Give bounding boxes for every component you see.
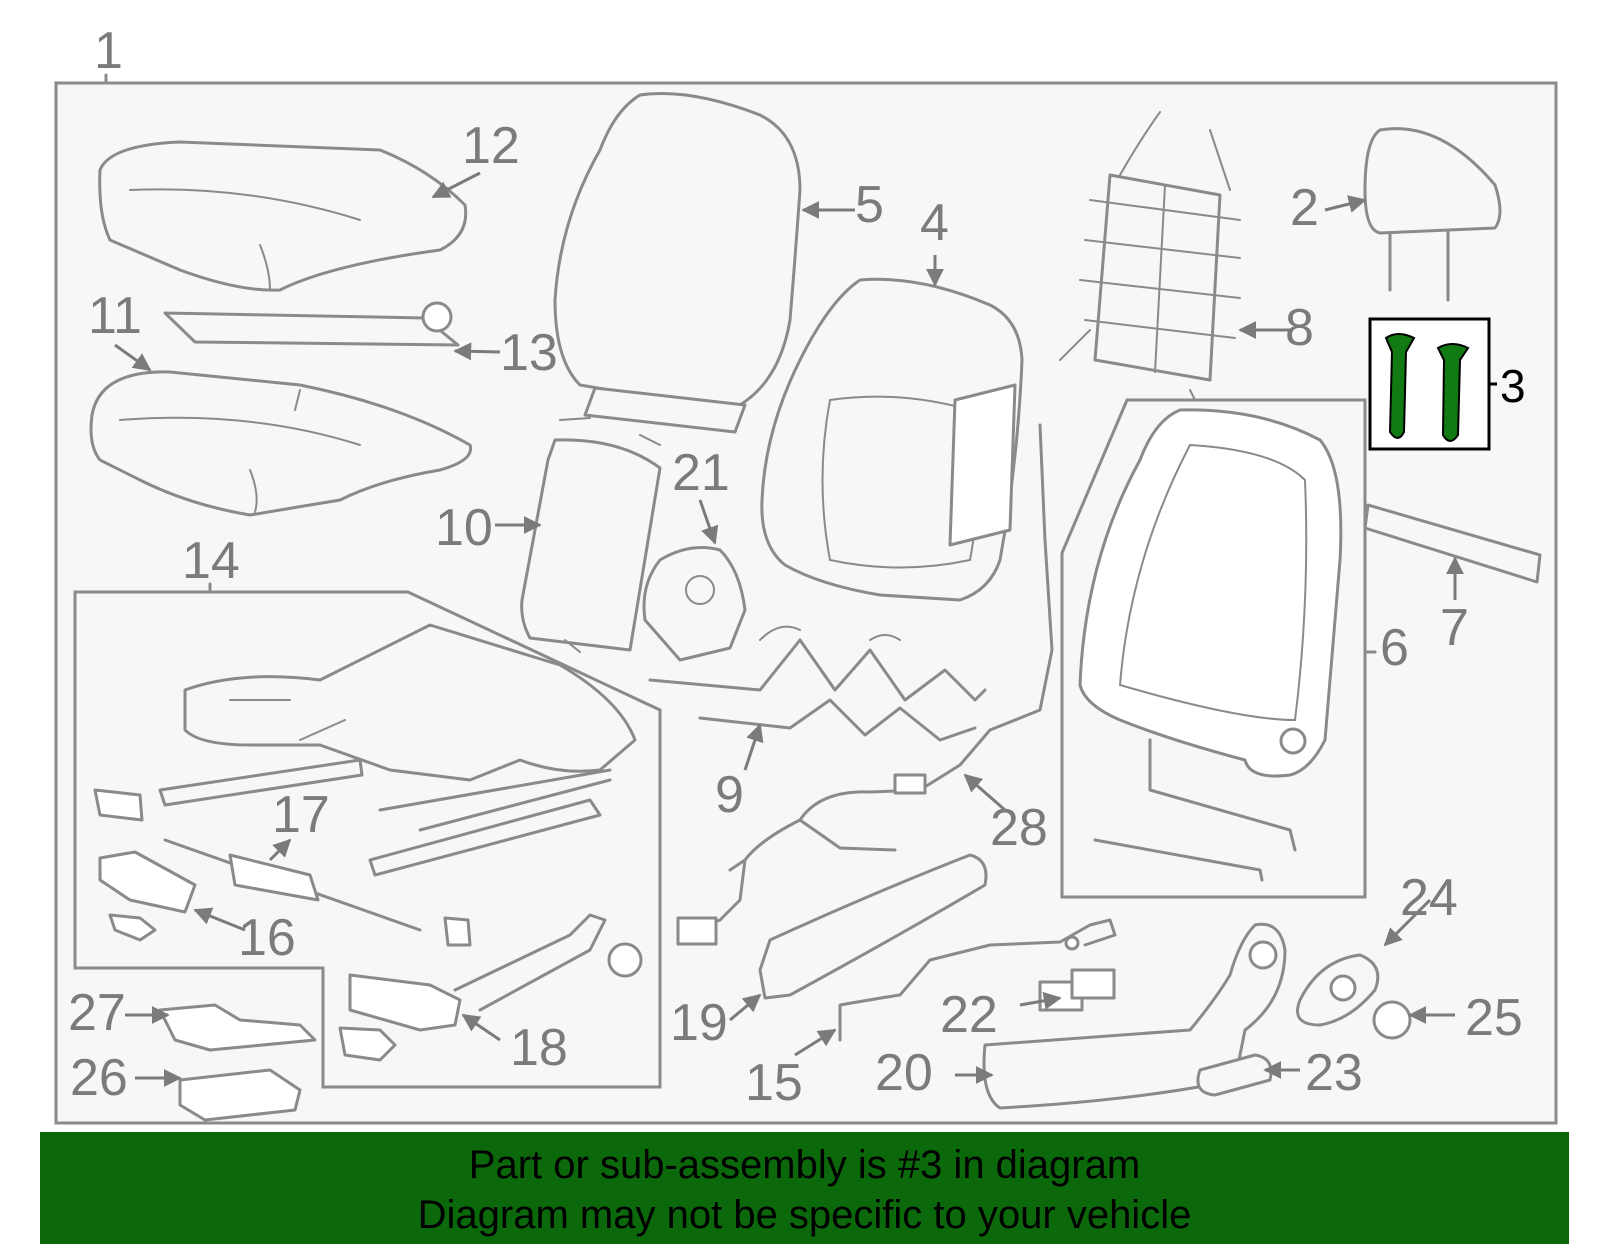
seat-spring-part-9[interactable] [648,625,987,742]
callout-6: 6 [1380,619,1409,677]
callout-8: 8 [1285,299,1314,357]
seatback-pad-part-4[interactable] [760,277,1024,602]
callout-2: 2 [1290,179,1319,237]
seatback-panel-part-7[interactable] [1363,503,1542,584]
callout-23: 23 [1305,1044,1363,1102]
callout-1: 1 [94,22,123,80]
callout-21: 21 [672,444,730,502]
callout-5: 5 [855,176,884,234]
callout-13: 13 [500,324,558,382]
callout-7: 7 [1440,599,1469,657]
headrest-part-2[interactable] [1363,127,1502,302]
callout-4: 4 [920,194,949,252]
release-cable-part-15[interactable] [838,918,1117,1042]
motor-part-17[interactable] [163,838,422,932]
callout-12: 12 [462,117,520,175]
callout-26: 26 [70,1049,128,1107]
callout-20: 20 [875,1044,933,1102]
notice-banner: Part or sub-assembly is #3 in diagram Di… [40,1132,1569,1244]
callout-19: 19 [670,994,728,1052]
banner-line-part-number: Part or sub-assembly is #3 in diagram [468,1143,1141,1187]
cap-part-25[interactable] [1372,1000,1412,1040]
banner-line-disclaimer: Diagram may not be specific to your vehi… [417,1193,1192,1237]
track-cover-part-19[interactable] [758,853,988,1000]
handle-part-23[interactable] [1196,1053,1273,1097]
airbag-module-part-21[interactable] [642,546,747,662]
control-module-part-26[interactable] [178,1068,302,1122]
lumbar-support-part-8[interactable] [1059,111,1241,401]
callout-18: 18 [510,1019,568,1077]
callout-9: 9 [715,766,744,824]
callout-11: 11 [88,287,142,345]
seatback-panel-part-10[interactable] [520,438,662,653]
callout-16: 16 [238,909,296,967]
callout-24: 24 [1400,869,1458,927]
callout-22: 22 [940,986,998,1044]
cushion-pad-part-11[interactable] [89,370,473,517]
cushion-cover-part-12[interactable] [98,140,468,292]
callout-28: 28 [990,799,1048,857]
callout-27: 27 [68,984,126,1042]
seatback-frame-part-6[interactable] [1078,408,1377,882]
seat-adjuster-part-14[interactable] [158,623,637,877]
side-shield-part-20[interactable] [982,922,1287,1110]
callout-3: 3 [1500,360,1526,412]
wiring-harness-part-28[interactable] [676,423,1054,946]
callout-10: 10 [435,499,493,557]
seatback-cover-part-5[interactable] [553,92,802,446]
callout-14: 14 [182,532,240,590]
motor-part-16[interactable] [98,850,197,942]
callout-17: 17 [272,786,330,844]
callout-15: 15 [745,1054,803,1112]
recliner-knob-part-24[interactable] [1296,953,1380,1027]
callout-25: 25 [1465,989,1523,1047]
headrest-guide-part-3[interactable] [1368,317,1497,451]
bracket-part-27[interactable] [158,1003,317,1052]
bracket-clip[interactable] [93,788,144,822]
cushion-heater-part-13[interactable] [163,301,460,347]
motor-part-18[interactable] [338,913,643,1062]
